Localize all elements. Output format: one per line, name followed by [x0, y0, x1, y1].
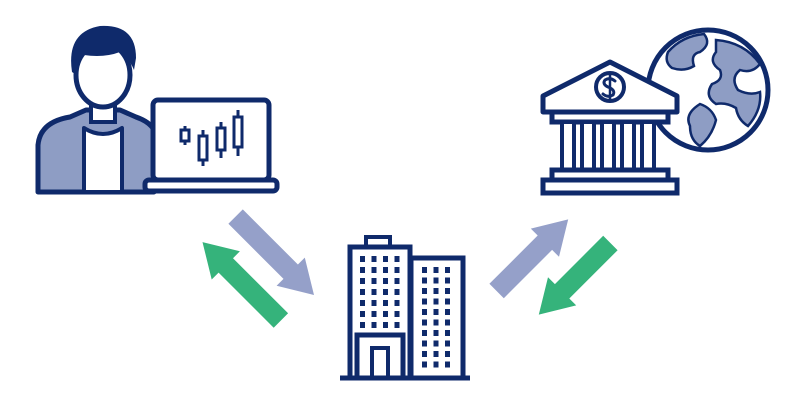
- window-pane: [371, 278, 377, 284]
- window-pane: [433, 351, 439, 357]
- bank-column: [580, 120, 596, 172]
- window-pane: [422, 267, 427, 273]
- window-pane: [360, 289, 365, 295]
- trader-shirt: [82, 126, 124, 194]
- window-pane: [445, 267, 450, 273]
- bank-column: [640, 120, 656, 172]
- window-pane: [422, 330, 427, 336]
- window-pane: [445, 361, 450, 368]
- window-pane: [445, 351, 450, 357]
- window-pane: [360, 300, 365, 306]
- window-pane: [445, 340, 450, 347]
- window-pane: [433, 288, 439, 294]
- global-bank-icon: [540, 27, 771, 196]
- window-pane: [394, 300, 400, 306]
- window-pane: [360, 278, 365, 284]
- window-pane: [422, 361, 427, 368]
- window-pane: [360, 267, 365, 273]
- arrow-company-to-trader: [202, 242, 289, 328]
- window-pane: [422, 288, 427, 294]
- window-pane: [445, 330, 450, 336]
- window-pane: [433, 330, 439, 336]
- bank-column: [600, 120, 616, 172]
- window-pane: [433, 309, 439, 315]
- window-pane: [433, 298, 439, 305]
- window-pane: [445, 309, 450, 315]
- flow-arrows: [202, 209, 618, 328]
- window-pane: [433, 340, 439, 347]
- building-door: [370, 346, 390, 380]
- globe-icon: [645, 27, 771, 153]
- window-pane: [422, 351, 427, 357]
- window-pane: [371, 311, 377, 317]
- window-pane: [371, 289, 377, 295]
- laptop-base: [142, 177, 280, 194]
- window-pane: [371, 267, 377, 273]
- window-pane: [445, 298, 450, 305]
- arrow-bank-to-company: [538, 235, 618, 315]
- window-pane: [422, 319, 427, 326]
- dollar-coin-icon: [594, 71, 626, 103]
- candlestick-chart-icon: [179, 110, 244, 166]
- window-pane: [433, 267, 439, 273]
- window-pane: [383, 267, 388, 273]
- window-pane: [360, 256, 365, 262]
- window-pane: [433, 319, 439, 326]
- window-pane: [422, 309, 427, 315]
- office-buildings-icon: [340, 235, 470, 381]
- bank-column: [620, 120, 636, 172]
- window-pane: [371, 322, 377, 328]
- building-right: [408, 255, 466, 381]
- window-pane: [422, 277, 427, 284]
- window-pane: [394, 256, 400, 262]
- arrow-company-to-bank: [489, 219, 569, 299]
- window-pane: [360, 322, 365, 328]
- window-pane: [383, 322, 388, 328]
- window-pane: [360, 311, 365, 317]
- window-pane: [383, 278, 388, 284]
- window-pane: [422, 298, 427, 305]
- window-pane: [383, 311, 388, 317]
- window-pane: [383, 289, 388, 295]
- window-pane: [371, 300, 377, 306]
- window-pane: [394, 322, 400, 328]
- window-pane: [433, 361, 439, 368]
- window-pane: [445, 319, 450, 326]
- window-pane: [394, 289, 400, 295]
- bank-base: [540, 177, 680, 196]
- window-pane: [422, 340, 427, 347]
- window-pane: [433, 277, 439, 284]
- window-pane: [383, 256, 388, 262]
- trader-with-laptop-icon: [35, 25, 280, 195]
- window-pane: [394, 267, 400, 273]
- bank-column: [560, 120, 576, 172]
- bank-columns: [560, 120, 656, 172]
- trader-hair: [71, 25, 136, 74]
- building-right-windows: [422, 267, 450, 368]
- arrow-trader-to-company: [228, 209, 314, 295]
- window-pane: [394, 311, 400, 317]
- window-pane: [383, 300, 388, 306]
- building-left-windows: [360, 256, 400, 328]
- window-pane: [445, 277, 450, 284]
- laptop-screen: [150, 97, 272, 183]
- window-pane: [445, 288, 450, 294]
- window-pane: [394, 278, 400, 284]
- window-pane: [371, 256, 377, 262]
